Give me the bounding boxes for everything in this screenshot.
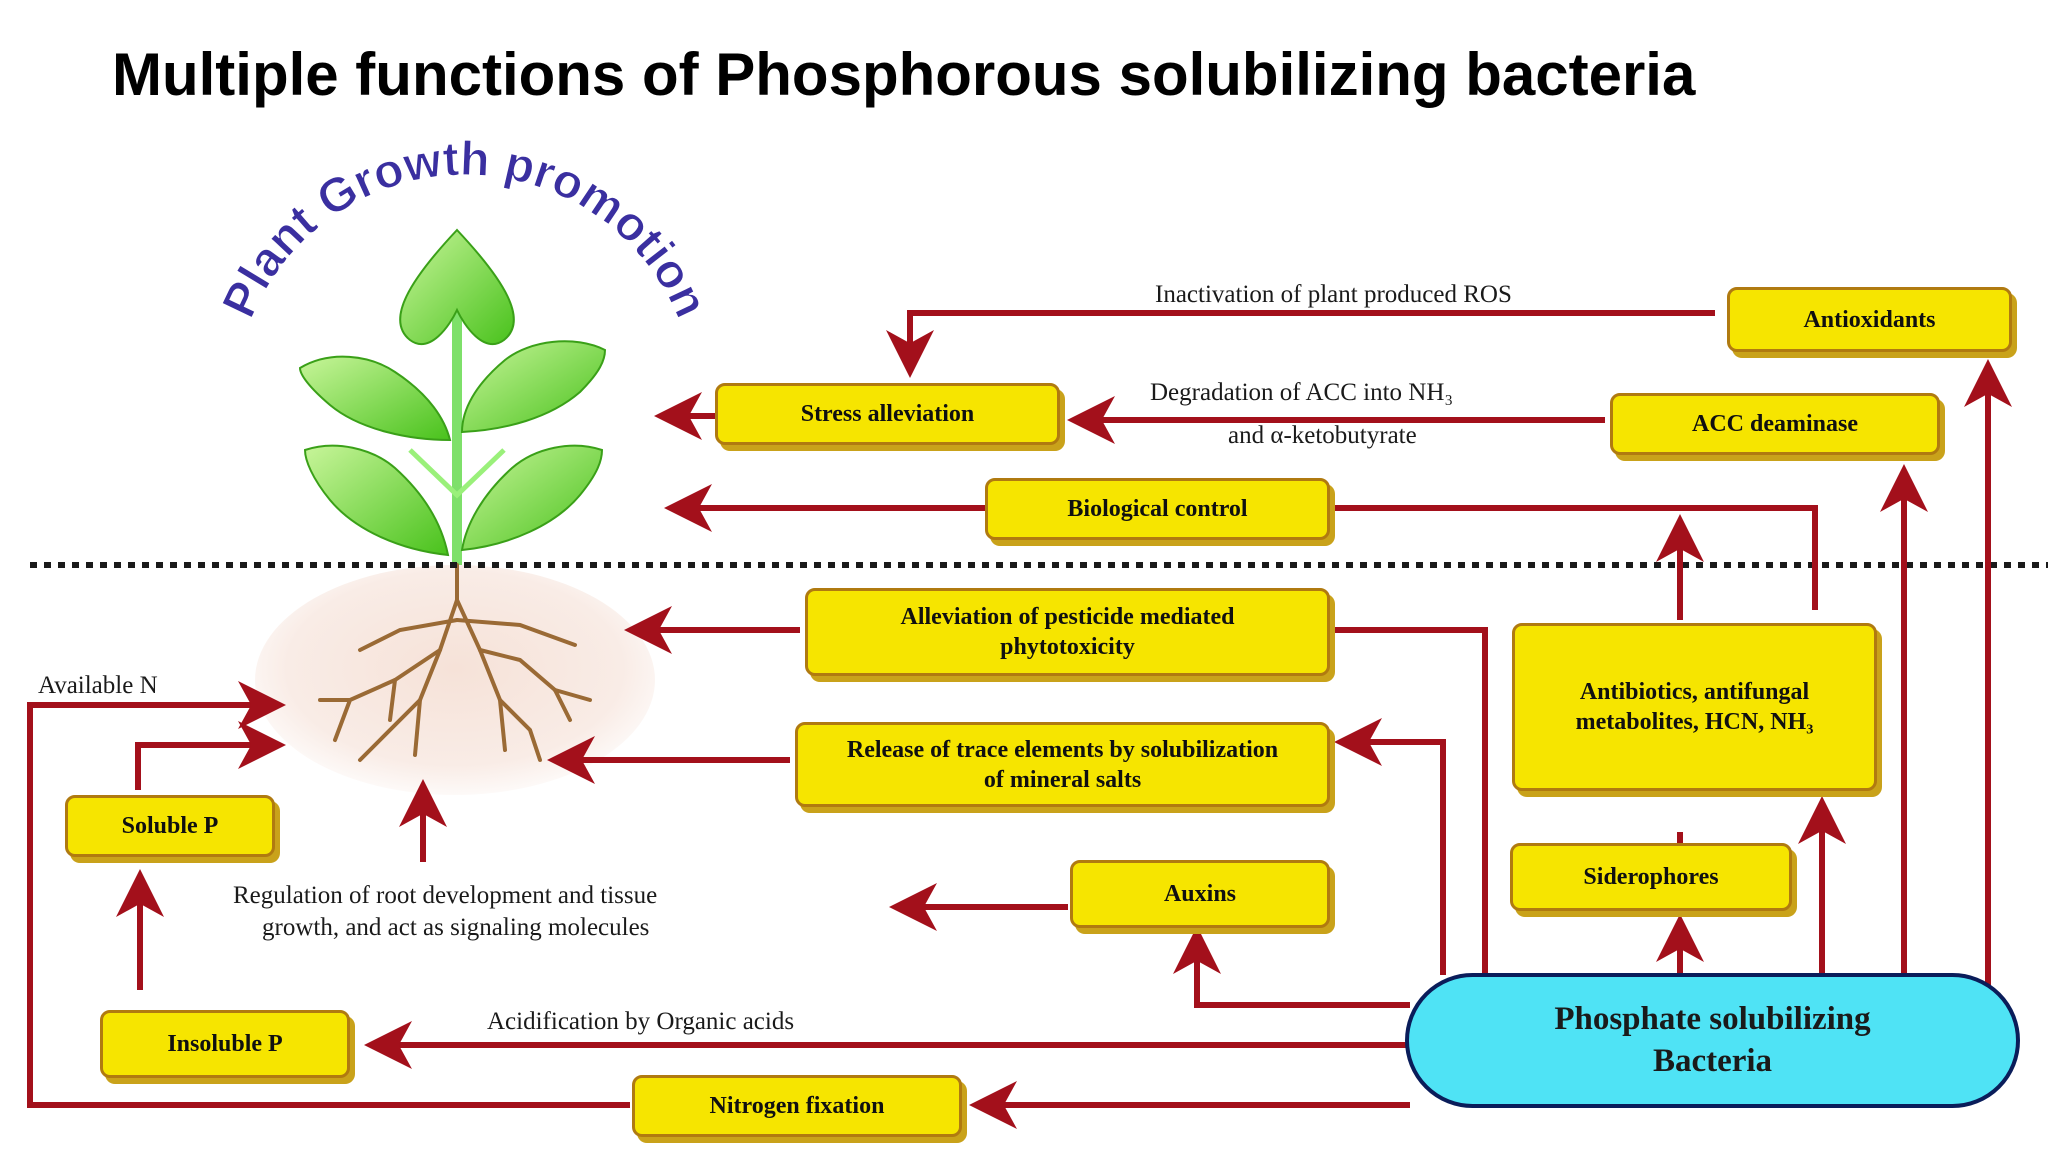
acc-deaminase-box: ACC deaminase — [1610, 393, 1940, 455]
auxins-box: Auxins — [1070, 860, 1330, 928]
plant-icon — [298, 228, 607, 565]
nitrogen-fixation-box: Nitrogen fixation — [632, 1075, 962, 1137]
regulation-label-2: growth, and act as signaling molecules — [262, 914, 650, 941]
ros-label: Inactivation of plant produced ROS — [1155, 281, 1512, 308]
trace-elements-box: Release of trace elements by solubilizat… — [795, 722, 1330, 807]
roots-icon — [318, 563, 592, 762]
pesticide-box: Alleviation of pesticide mediated phytot… — [805, 588, 1330, 676]
acc-degradation-label-2: and α-ketobutyrate — [1228, 422, 1417, 449]
siderophores-box: Siderophores — [1510, 843, 1792, 911]
antibiotics-box: Antibiotics, antifungal metabolites, HCN… — [1512, 623, 1877, 791]
stress-alleviation-box: Stress alleviation — [715, 383, 1060, 445]
regulation-label-1: Regulation of root development and tissu… — [233, 882, 658, 909]
phosphate-solubilizing-bacteria-node: Phosphate solubilizing Bacteria — [1405, 973, 2020, 1108]
connector-arrows — [27, 310, 2012, 1129]
acidification-label: Acidification by Organic acids — [487, 1008, 795, 1035]
biological-control-box: Biological control — [985, 478, 1330, 540]
insoluble-p-box: Insoluble P — [100, 1010, 350, 1078]
soluble-p-box: Soluble P — [65, 795, 275, 857]
page-title: Multiple functions of Phosphorous solubi… — [112, 41, 1696, 108]
available-n-label: Available N — [38, 672, 158, 699]
acc-degradation-label-1: Degradation of ACC into NH₃ — [1150, 379, 1454, 406]
antioxidants-box: Antioxidants — [1727, 287, 2012, 352]
